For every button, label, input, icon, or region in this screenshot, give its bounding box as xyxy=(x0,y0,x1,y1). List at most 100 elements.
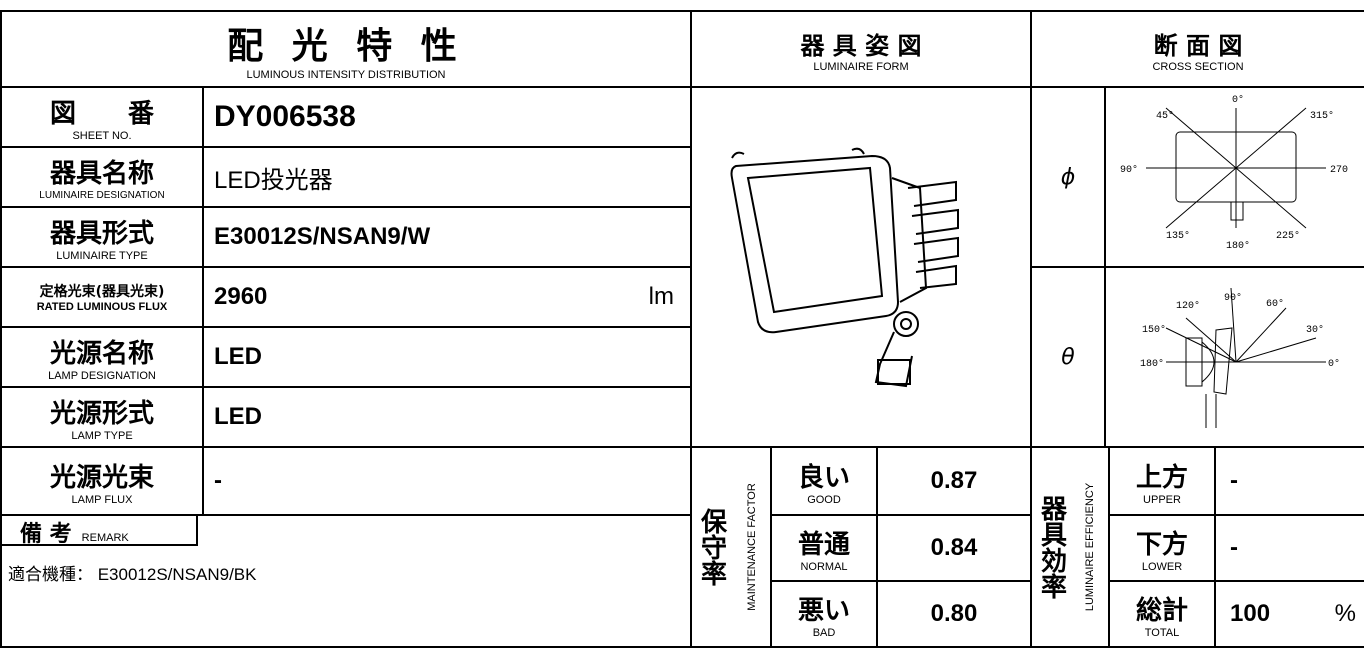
maintenance-bad-label: 悪い BAD xyxy=(772,582,876,646)
lower-value-text: - xyxy=(1230,534,1238,561)
luminaire-designation-value: LED投光器 xyxy=(214,148,684,206)
lamp-flux-jp: 光源光束 xyxy=(49,462,154,493)
lamp-type-en: LAMP TYPE xyxy=(71,429,133,442)
bad-en: BAD xyxy=(812,626,836,639)
lamp-flux-text: - xyxy=(214,467,222,494)
sheet-no-label-en: SHEET NO. xyxy=(72,129,132,142)
total-value-text: 100 xyxy=(1230,600,1271,627)
good-value-text: 0.87 xyxy=(930,467,978,494)
good-en: GOOD xyxy=(807,493,841,506)
rated-flux-unit: lm xyxy=(648,283,674,310)
efficiency-upper-value: - xyxy=(1230,448,1360,514)
upper-en: UPPER xyxy=(1143,493,1181,506)
maintenance-good-label: 良い GOOD xyxy=(772,448,876,514)
rated-flux-jp: 定格光束(器具光束) xyxy=(39,284,165,300)
total-en: TOTAL xyxy=(1144,626,1180,639)
lamp-flux-value: - xyxy=(214,448,684,514)
phi-section-diagram: 0° 45° 315° 90° 270 135° 180° 225° xyxy=(1120,94,1348,252)
efficiency-jp-text: 器具効率 xyxy=(1036,495,1067,599)
upper-jp: 上方 xyxy=(1135,462,1188,493)
sheet-no-value: DY006538 xyxy=(214,88,684,146)
theta-angle-60: 60° xyxy=(1266,298,1284,310)
normal-value-text: 0.84 xyxy=(930,534,978,561)
luminaire-form-drawing xyxy=(730,147,959,388)
distribution-header: 配 光 特 性 LUMINOUS INTENSITY DISTRIBUTION xyxy=(2,12,690,86)
efficiency-label-jp: 器具効率 xyxy=(1032,448,1072,646)
upper-value-text: - xyxy=(1230,467,1238,494)
phi-angle-135: 135° xyxy=(1166,230,1190,242)
luminaire-type-text: E30012S/NSAN9/W xyxy=(214,223,431,250)
theta-angle-90: 90° xyxy=(1224,292,1242,304)
remark-jp: 備 考 xyxy=(20,522,72,547)
remark-text: 適合機種： E30012S/NSAN9/BK xyxy=(8,565,257,584)
luminaire-type-label: 器具形式 LUMINAIRE TYPE xyxy=(2,208,202,266)
efficiency-label-en: LUMINAIRE EFFICIENCY xyxy=(1072,448,1108,646)
luminaire-type-jp: 器具形式 xyxy=(49,218,154,249)
maintenance-bad-value: 0.80 xyxy=(878,582,1030,646)
theta-angle-180: 180° xyxy=(1140,358,1164,370)
lamp-designation-text: LED xyxy=(214,343,262,370)
phi-angle-225: 225° xyxy=(1276,230,1300,242)
remark-en: REMARK xyxy=(81,532,129,544)
lamp-designation-value: LED xyxy=(214,328,684,386)
lamp-flux-label: 光源光束 LAMP FLUX xyxy=(2,448,202,514)
maintenance-en-text: MAINTENANCE FACTOR xyxy=(746,483,758,611)
efficiency-total-label: 総計 TOTAL xyxy=(1110,582,1214,646)
rated-flux-en: RATED LUMINOUS FLUX xyxy=(36,301,168,313)
phi-angle-45: 45° xyxy=(1156,110,1174,122)
luminaire-designation-jp: 器具名称 xyxy=(49,159,154,189)
sheet-no-label-jp: 図 番 xyxy=(49,98,154,129)
lamp-type-jp: 光源形式 xyxy=(49,398,154,429)
distribution-title: 配 光 特 性 xyxy=(227,26,465,67)
theta-angle-0: 0° xyxy=(1328,358,1340,370)
theta-section-diagram: 120° 90° 60° 150° 30° 180° 0° xyxy=(1140,287,1340,428)
distribution-subtitle: LUMINOUS INTENSITY DISTRIBUTION xyxy=(246,69,446,81)
luminaire-designation-en: LUMINAIRE DESIGNATION xyxy=(39,190,165,201)
rated-flux-label: 定格光束(器具光束) RATED LUMINOUS FLUX xyxy=(2,268,202,326)
maintenance-label-en: MAINTENANCE FACTOR xyxy=(734,448,770,646)
sheet-no-text: DY006538 xyxy=(214,100,356,133)
rated-flux-value: 2960 lm xyxy=(214,268,674,326)
maintenance-good-value: 0.87 xyxy=(878,448,1030,514)
lamp-type-value: LED xyxy=(214,388,684,446)
total-jp: 総計 xyxy=(1135,595,1188,626)
form-title: 器 具 姿 図 xyxy=(800,31,922,60)
section-title: 断 面 図 xyxy=(1153,31,1243,60)
form-header: 器 具 姿 図 LUMINAIRE FORM xyxy=(692,12,1030,86)
remark-label: 備 考 REMARK xyxy=(2,516,198,547)
lower-en: LOWER xyxy=(1141,560,1183,573)
theta-angle-150: 150° xyxy=(1142,324,1166,336)
theta-angle-120: 120° xyxy=(1176,300,1200,312)
luminaire-designation-label: 器具名称 LUMINAIRE DESIGNATION xyxy=(2,148,202,206)
total-unit-text: % xyxy=(1334,600,1356,627)
efficiency-total-value: 100 % xyxy=(1230,582,1356,646)
section-subtitle: CROSS SECTION xyxy=(1152,60,1244,73)
bad-value-text: 0.80 xyxy=(930,600,978,627)
bad-jp: 悪い xyxy=(797,595,850,626)
phi-angle-90: 90° xyxy=(1120,164,1138,176)
luminaire-type-en: LUMINAIRE TYPE xyxy=(56,249,148,262)
sheet-no-label: 図 番 SHEET NO. xyxy=(2,88,202,146)
luminaire-designation-text: LED投光器 xyxy=(214,166,333,194)
section-header: 断 面 図 CROSS SECTION xyxy=(1032,12,1364,86)
maintenance-normal-label: 普通 NORMAL xyxy=(772,516,876,580)
phi-angle-180: 180° xyxy=(1226,240,1250,252)
rated-flux-text: 2960 xyxy=(214,283,268,310)
normal-en: NORMAL xyxy=(800,560,848,573)
lamp-designation-label: 光源名称 LAMP DESIGNATION xyxy=(2,328,202,386)
phi-angle-0: 0° xyxy=(1232,94,1244,106)
lamp-type-text: LED xyxy=(214,403,262,430)
maintenance-normal-value: 0.84 xyxy=(878,516,1030,580)
efficiency-en-text: LUMINAIRE EFFICIENCY xyxy=(1084,482,1097,612)
theta-angle-30: 30° xyxy=(1306,324,1324,336)
lamp-flux-en: LAMP FLUX xyxy=(71,493,133,506)
theta-label: θ xyxy=(1061,344,1075,370)
maintenance-jp-text: 保守率 xyxy=(696,508,727,586)
lamp-designation-jp: 光源名称 xyxy=(49,338,154,369)
lamp-type-label: 光源形式 LAMP TYPE xyxy=(2,388,202,446)
efficiency-lower-label: 下方 LOWER xyxy=(1110,516,1214,580)
maintenance-label-jp: 保守率 xyxy=(692,448,732,646)
phi-angle-270: 270 xyxy=(1330,165,1348,176)
luminaire-type-value: E30012S/NSAN9/W xyxy=(214,208,684,266)
